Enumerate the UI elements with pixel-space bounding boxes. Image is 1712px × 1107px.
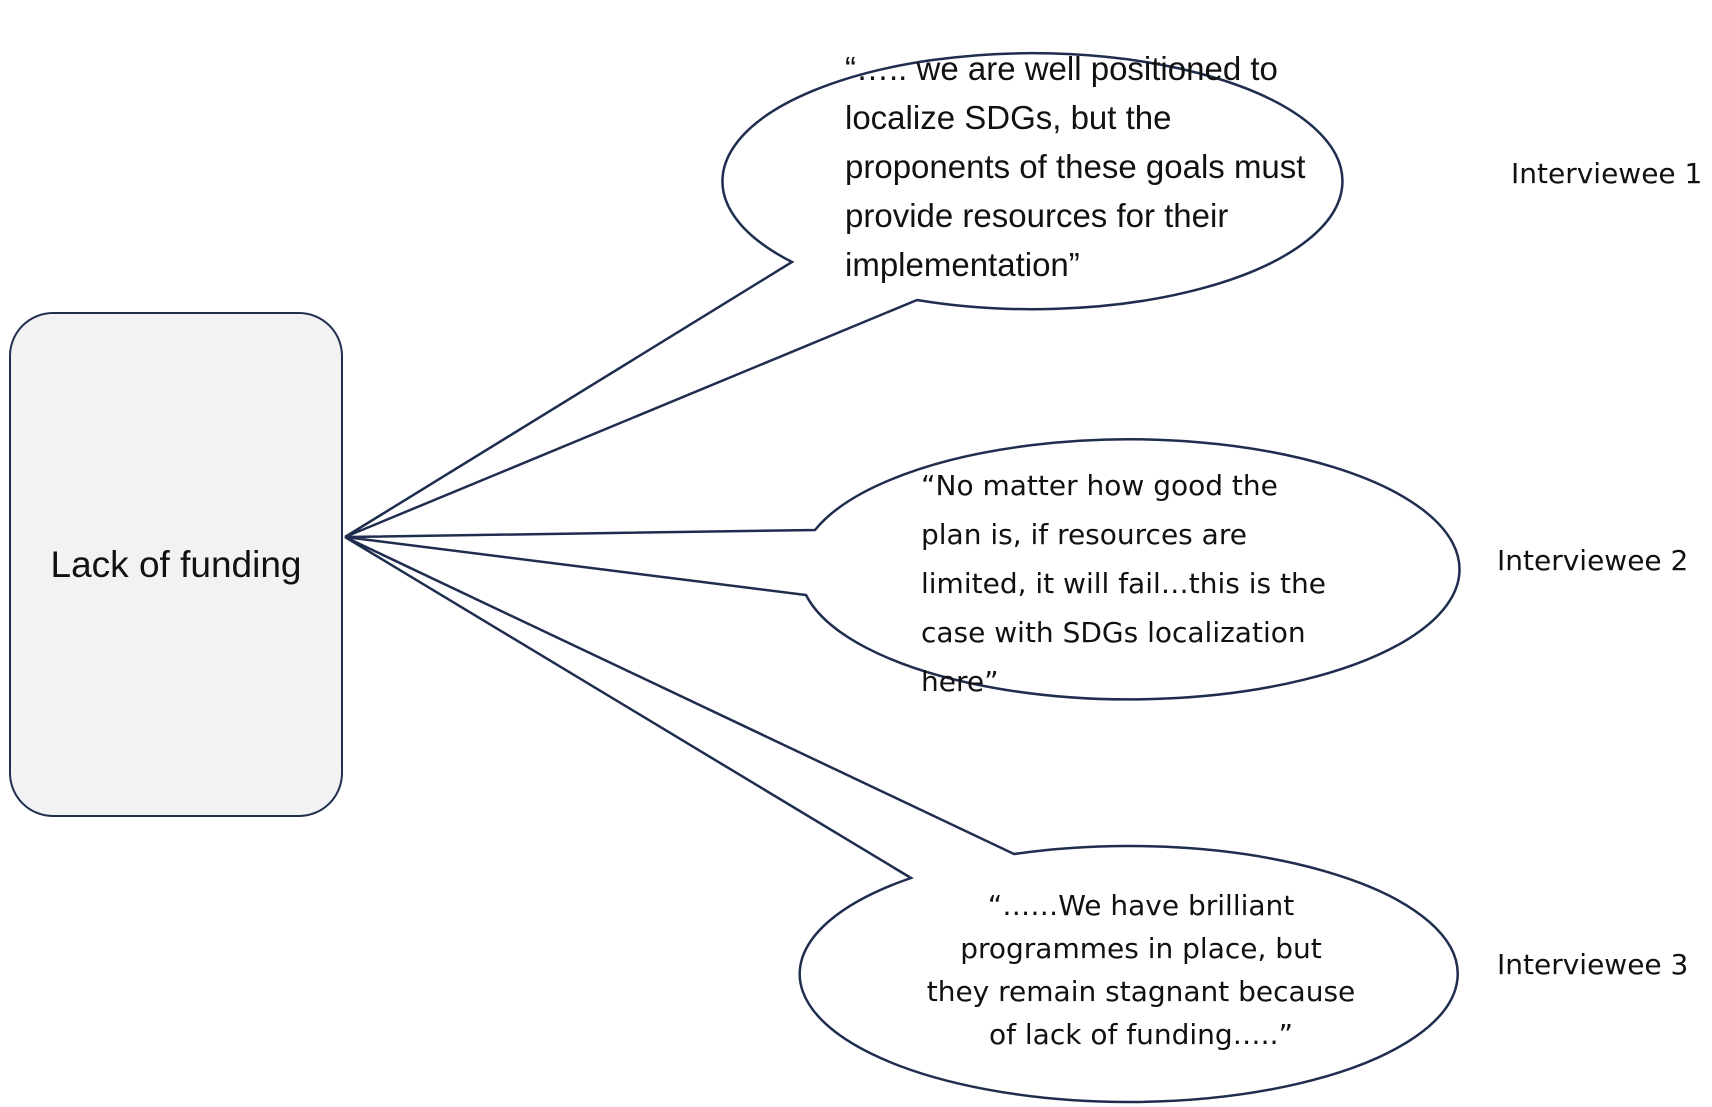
concept-box: Lack of funding (9, 312, 343, 817)
quote-line: programmes in place, but (960, 932, 1322, 965)
quote-line: “……We have brilliant (987, 889, 1295, 922)
speech-bubble-2 (344, 438, 1461, 701)
quote-line: limited, it will fail…this is the (921, 567, 1326, 600)
quote-line: localize SDGs, but the (845, 99, 1172, 136)
interviewee-1-label: Interviewee 1 (1511, 157, 1703, 190)
quote-line: implementation” (845, 246, 1080, 283)
concept-label: Lack of funding (50, 543, 302, 585)
interviewee-3-label: Interviewee 3 (1497, 948, 1689, 981)
interviewee-2-label: Interviewee 2 (1497, 544, 1689, 577)
speech-bubble-1 (344, 51, 1344, 539)
quote-1-text: “….. we are well positioned to localize … (845, 44, 1305, 289)
quote-line: they remain stagnant because (926, 975, 1356, 1008)
quote-line: here” (921, 665, 999, 698)
quote-line: “….. we are well positioned to (845, 50, 1278, 87)
quote-line: case with SDGs localization (921, 616, 1306, 649)
quote-line: proponents of these goals must (845, 148, 1306, 185)
quote-line: provide resources for their (845, 197, 1229, 234)
quote-line: plan is, if resources are (921, 518, 1247, 551)
quote-line: of lack of funding…..” (989, 1018, 1293, 1051)
quote-line: “No matter how good the (921, 469, 1278, 502)
quote-3-text: “……We have brilliant programmes in place… (826, 884, 1456, 1056)
speech-bubble-3 (344, 535, 1459, 1104)
quote-2-text: “No matter how good the plan is, if reso… (921, 461, 1326, 706)
